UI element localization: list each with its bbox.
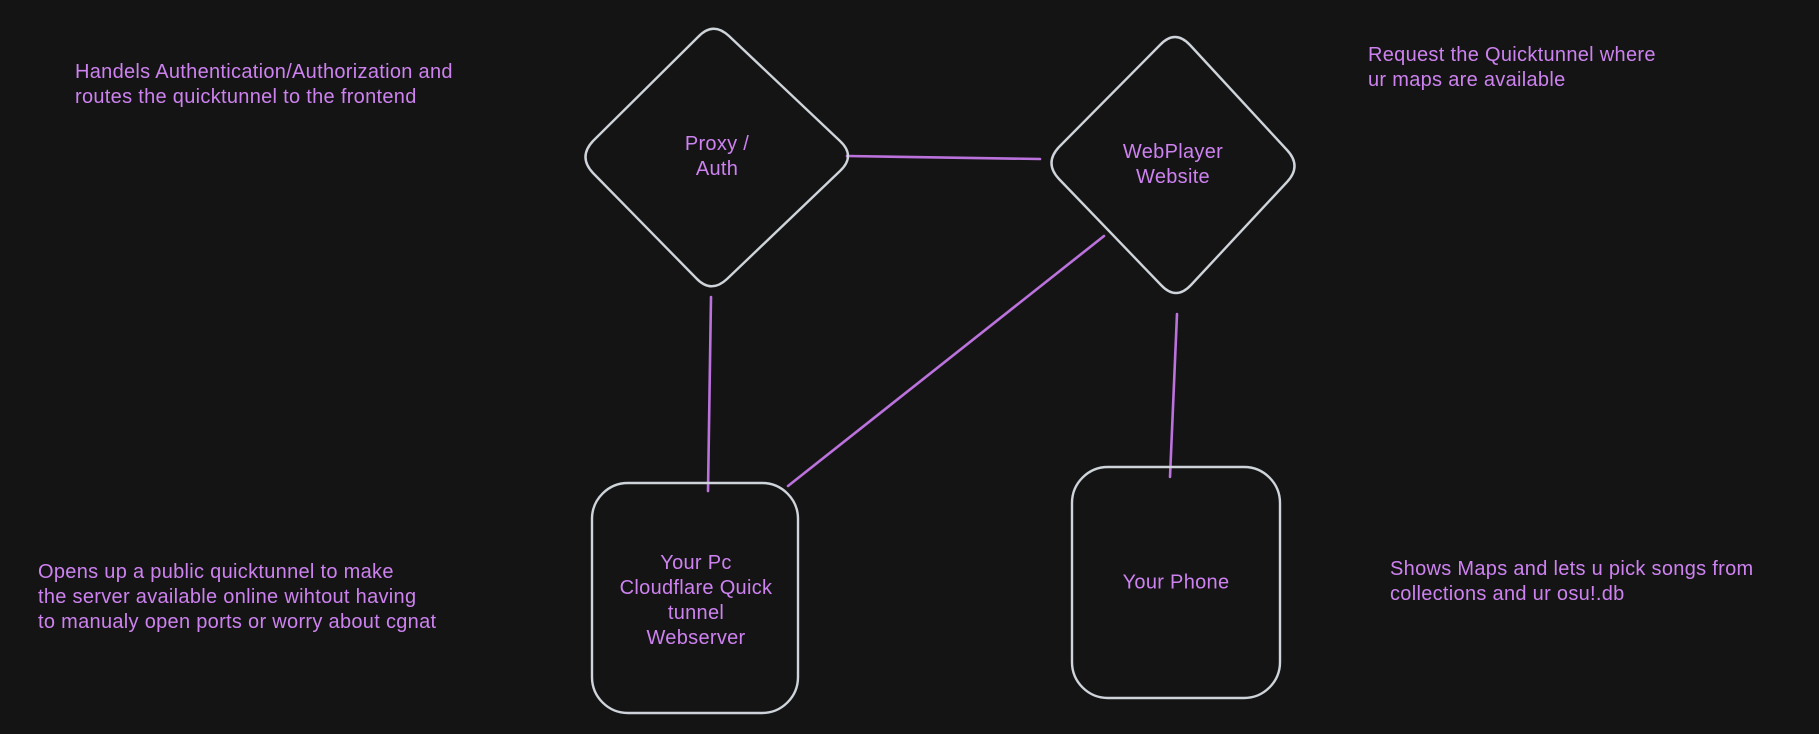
node-webplayer-diamond[interactable] [1050, 35, 1296, 295]
node-phone-label: Your Phone [1122, 571, 1230, 594]
node-proxy-auth-label: Proxy / Auth [684, 133, 750, 180]
node-proxy-auth-diamond[interactable] [584, 27, 850, 288]
node-phone-rect[interactable] [1070, 465, 1282, 700]
connector-webplayer-pcwebserver[interactable] [786, 234, 1106, 488]
connector-proxy-pcwebserver[interactable] [706, 295, 713, 493]
node-webplayer-label: WebPlayer Website [1122, 141, 1224, 188]
annotation-phone[interactable]: Shows Maps and lets u pick songs from co… [1390, 558, 1754, 605]
connector-webplayer-phone[interactable] [1168, 312, 1179, 479]
node-pc-webserver-label: Your Pc Cloudflare Quick tunnel Webserve… [619, 552, 773, 649]
annotation-webplayer[interactable]: Request the Quicktunnel where ur maps ar… [1368, 44, 1656, 91]
annotation-pc-webserver[interactable]: Opens up a public quicktunnel to make th… [38, 561, 437, 633]
annotation-proxy-auth[interactable]: Handels Authentication/Authorization and… [75, 61, 453, 108]
node-pc-webserver-rect[interactable] [590, 481, 800, 715]
connector-proxy-webplayer[interactable] [845, 154, 1042, 161]
